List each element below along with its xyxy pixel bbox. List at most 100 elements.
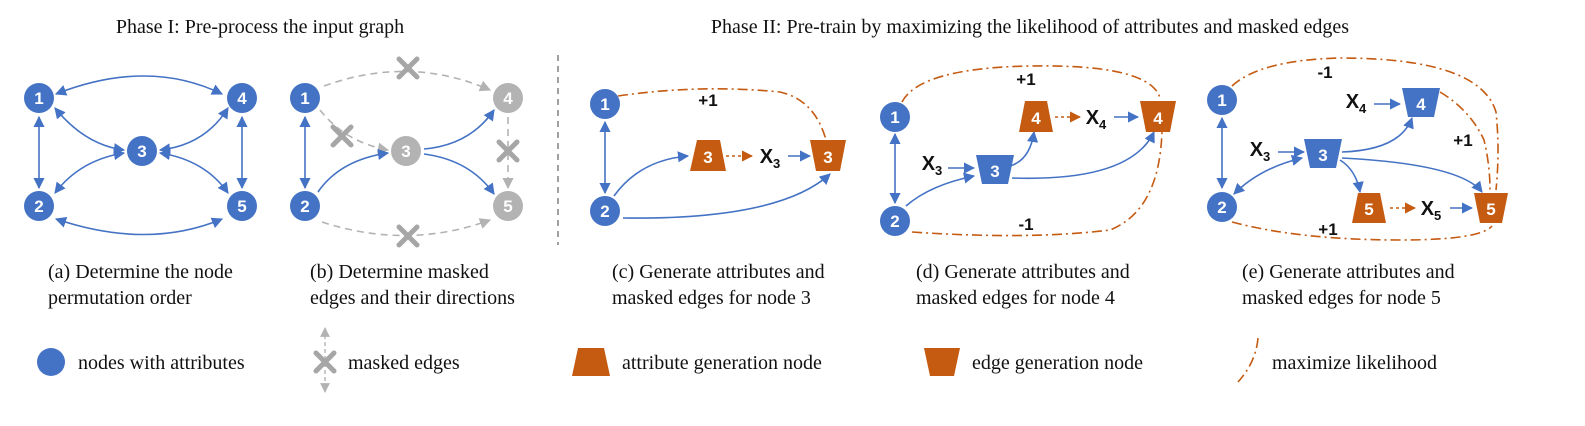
caption-c-line2: masked edges for node 3	[612, 287, 811, 309]
panel-e: -1 +1 +1 X3 X4 X5 3 4 5 5 1 2	[1207, 57, 1508, 309]
mask-x-icon	[396, 224, 420, 248]
svg-text:1: 1	[34, 89, 43, 108]
mask-x-icon	[330, 124, 354, 148]
svg-text:3: 3	[990, 162, 999, 181]
likelihood-edge-1-5	[1231, 57, 1499, 191]
attr-x5-label: X5	[1421, 198, 1442, 223]
legend-item-likelihood: maximize likelihood	[1237, 337, 1437, 383]
edge-3-edge4	[1011, 130, 1155, 180]
edge-2-edge3	[622, 173, 831, 219]
caption-b-line1: (b) Determine masked	[310, 261, 489, 283]
svg-text:4: 4	[1031, 109, 1041, 128]
svg-text:5: 5	[1364, 200, 1373, 219]
node-4: 4	[227, 83, 257, 113]
node-5: 5	[493, 191, 523, 221]
edge-2-3	[1233, 154, 1304, 195]
svg-text:1: 1	[890, 108, 899, 127]
node-circle-icon	[37, 348, 65, 376]
node-4: 4	[1402, 88, 1440, 117]
edge-3-5	[158, 149, 229, 194]
edge-2-attr3	[613, 151, 690, 197]
likelihood-edge-2-4	[911, 129, 1163, 237]
svg-text:1: 1	[1217, 91, 1226, 110]
input-x3-label: X3	[1250, 139, 1271, 164]
caption-e-line1: (e) Generate attributes and	[1242, 261, 1455, 283]
edge-3-4	[158, 107, 229, 155]
masked-edge-1-3	[319, 109, 390, 154]
node-1: 1	[24, 83, 54, 113]
panel-c: +1 X3 3 3 1 2 (c) Generate attributes an…	[590, 88, 846, 309]
edge-1-4	[54, 75, 224, 96]
phase-2-title: Phase II: Pre-train by maximizing the li…	[711, 16, 1349, 38]
node-2: 2	[290, 191, 320, 221]
svg-text:2: 2	[300, 197, 309, 216]
input-x3-label: X3	[922, 153, 943, 178]
legend-item-nodes: nodes with attributes	[37, 348, 245, 376]
svg-text:3: 3	[823, 148, 832, 167]
weight-label: +1	[698, 91, 717, 110]
likelihood-edge-4-5	[1439, 91, 1491, 191]
svg-text:3: 3	[1318, 146, 1327, 165]
weight-label: +1	[1318, 220, 1337, 239]
attr-x4-label: X4	[1086, 107, 1107, 132]
input-x4-label: X4	[1346, 91, 1367, 116]
phase-1-title: Phase I: Pre-process the input graph	[116, 16, 404, 38]
attr-generation-node: 3	[690, 140, 726, 171]
mask-x-icon	[396, 56, 420, 80]
edge-2-3	[905, 172, 976, 207]
svg-text:3: 3	[401, 142, 410, 161]
caption-e-line2: masked edges for node 5	[1242, 287, 1441, 309]
likelihood-edge-1-3	[617, 88, 827, 141]
svg-text:4: 4	[1153, 109, 1163, 128]
weight-label: +1	[1453, 131, 1472, 150]
likelihood-edge-2-5	[1231, 221, 1493, 241]
node-1: 1	[1207, 85, 1237, 115]
attr-generation-node: 5	[1352, 193, 1386, 223]
svg-text:1: 1	[600, 95, 609, 114]
svg-text:5: 5	[237, 197, 246, 216]
svg-text:masked edges: masked edges	[348, 352, 460, 374]
node-4: 4	[493, 83, 523, 113]
attr-gen-node-icon	[572, 348, 610, 376]
caption-d-line1: (d) Generate attributes and	[916, 261, 1130, 283]
node-3: 3	[127, 136, 157, 166]
masked-edge-icon	[313, 327, 337, 393]
panel-a: 1 2 3 4 5 (a) Determine the node permuta…	[24, 75, 257, 309]
likelihood-edge-1-4	[901, 65, 1161, 103]
caption-c-line1: (c) Generate attributes and	[612, 261, 825, 283]
legend-item-masked: masked edges	[313, 327, 460, 393]
node-1: 1	[290, 83, 320, 113]
attr-generation-node: 4	[1019, 101, 1053, 132]
svg-text:2: 2	[1217, 198, 1226, 217]
masked-edge-1-4	[323, 70, 492, 92]
svg-text:edge generation node: edge generation node	[972, 352, 1143, 374]
svg-text:4: 4	[237, 89, 247, 108]
edge-1-3	[54, 107, 126, 155]
svg-text:1: 1	[300, 89, 309, 108]
svg-text:nodes with attributes: nodes with attributes	[78, 352, 245, 374]
edge-generation-node: 5	[1474, 193, 1508, 223]
edge-2-3	[317, 148, 390, 193]
caption-b-line2: edges and their directions	[310, 287, 515, 309]
svg-text:2: 2	[600, 202, 609, 221]
node-2: 2	[590, 196, 620, 226]
svg-text:5: 5	[1486, 200, 1495, 219]
edge-3-5	[423, 153, 495, 195]
svg-text:4: 4	[503, 89, 513, 108]
svg-text:2: 2	[890, 212, 899, 231]
edge-3-attr4	[1009, 130, 1039, 167]
edge-3-edge5	[1341, 157, 1483, 193]
svg-text:attribute generation node: attribute generation node	[622, 352, 822, 374]
node-1: 1	[880, 102, 910, 132]
panel-b: 1 2 3 4 5 (b) Determine masked edges and…	[290, 56, 523, 309]
caption-a-line1: (a) Determine the node	[48, 261, 233, 283]
weight-label: +1	[1016, 70, 1035, 89]
edge-3-4	[1341, 116, 1414, 153]
weight-label: -1	[1018, 215, 1033, 234]
weight-label: -1	[1317, 63, 1332, 82]
node-2: 2	[24, 191, 54, 221]
caption-a-line2: permutation order	[48, 287, 192, 309]
edge-gen-node-icon	[924, 348, 960, 376]
svg-text:3: 3	[703, 148, 712, 167]
